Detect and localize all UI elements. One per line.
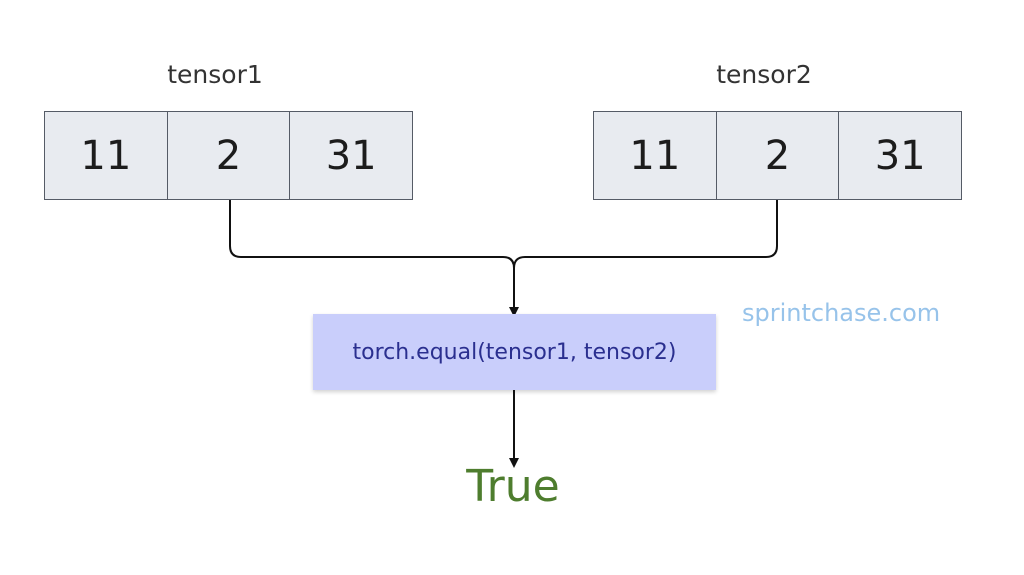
tensor2-array: 11 2 31 (593, 111, 962, 200)
tensor2-cell-2: 31 (838, 112, 961, 199)
tensor1-cell-1: 2 (166, 112, 290, 199)
merge-connector (229, 200, 778, 269)
result-value: True (466, 461, 560, 512)
tensor2-cell-0: 11 (629, 132, 681, 179)
tensor1-array: 11 2 31 (44, 111, 413, 200)
tensor1-label: tensor1 (167, 60, 263, 89)
tensor2-label: tensor2 (716, 60, 812, 89)
watermark: sprintchase.com (742, 299, 941, 327)
tensor1-cell-2: 31 (289, 112, 412, 199)
function-call-box: torch.equal(tensor1, tensor2) (313, 314, 716, 390)
tensor1-cell-0: 11 (80, 132, 132, 179)
tensor2-cell-1: 2 (715, 112, 839, 199)
